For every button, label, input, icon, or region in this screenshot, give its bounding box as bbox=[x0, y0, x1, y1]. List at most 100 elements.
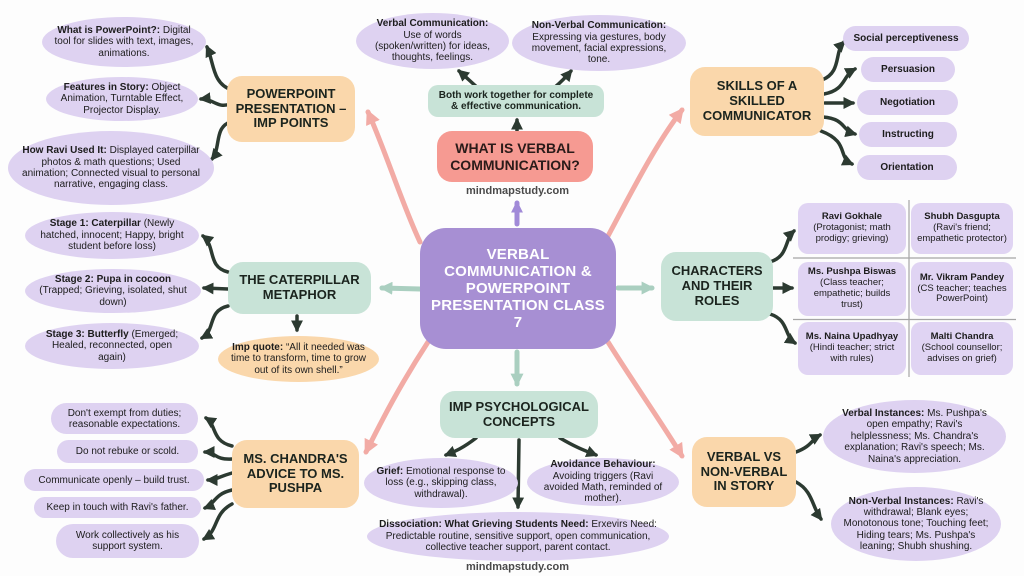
bubble-body: Object Animation, Turntable Effect, Proj… bbox=[60, 81, 184, 116]
bubble-body: Use of words (spoken/written) for ideas,… bbox=[374, 29, 491, 64]
bubble-title: How Ravi Used It: bbox=[22, 145, 107, 157]
bubble-title: Non-Verbal Instances: bbox=[848, 495, 954, 507]
pill-label: Communicate openly – build trust. bbox=[38, 474, 190, 486]
character-naina-upadhyay: Ms. Naina Upadhyay (Hindi teacher; stric… bbox=[798, 322, 906, 375]
both-work-note-label: Both work together for complete & effect… bbox=[438, 90, 594, 112]
bubble-body: Expressing via gestures, body movement, … bbox=[531, 31, 667, 66]
pill-persuasion: Persuasion bbox=[861, 57, 955, 82]
powerpoint-header-label: POWERPOINT PRESENTATION – IMP POINTS bbox=[235, 85, 347, 131]
bubble-title: Imp quote: bbox=[232, 341, 284, 353]
pill-label: Social perceptiveness bbox=[853, 33, 959, 44]
pill-negotiation: Negotiation bbox=[857, 90, 958, 115]
bubble-dissociation: Dissociation: What Grieving Students Nee… bbox=[367, 512, 669, 561]
powerpoint-header: POWERPOINT PRESENTATION – IMP POINTS bbox=[227, 76, 355, 142]
character-role: (Hindi teacher; strict with rules) bbox=[809, 342, 895, 364]
character-role: (School counsellor; advises on grief) bbox=[921, 342, 1003, 364]
pill-label: Persuasion bbox=[881, 64, 935, 75]
bubble-body: Digital tool for slides with text, image… bbox=[54, 24, 194, 59]
advice-header: MS. CHANDRA'S ADVICE TO MS. PUSHPA bbox=[232, 440, 359, 508]
bubble-body: Emotional response to loss (e.g., skippi… bbox=[385, 465, 506, 500]
skills-header: SKILLS OF A SKILLED COMMUNICATOR bbox=[690, 67, 824, 136]
what-is-verbal-header: WHAT IS VERBAL COMMUNICATION? bbox=[437, 131, 593, 182]
character-vikram-pandey: Mr. Vikram Pandey (CS teacher; teaches P… bbox=[911, 262, 1013, 316]
character-name: Ravi Gokhale bbox=[821, 211, 883, 223]
bubble-title: Dissociation: What Grieving Students Nee… bbox=[379, 519, 589, 531]
pill-label: Instructing bbox=[882, 129, 934, 140]
bubble-body: Avoiding triggers (Ravi avoided Math, re… bbox=[543, 470, 663, 505]
bubble-nonverbal-communication: Non-Verbal Communication: Expressing via… bbox=[512, 15, 686, 71]
pill-keep-in-touch: Keep in touch with Ravi's father. bbox=[34, 497, 201, 518]
pill-work-collectively: Work collectively as his support system. bbox=[56, 524, 199, 558]
center-topic: VERBAL COMMUNICATION & POWERPOINT PRESEN… bbox=[420, 228, 616, 349]
character-name: Ms. Pushpa Biswas bbox=[807, 266, 897, 278]
bubble-title: What is PowerPoint?: bbox=[57, 24, 161, 36]
pill-label: Do not rebuke or scold. bbox=[75, 446, 180, 457]
psych-header: IMP PSYCHOLOGICAL CONCEPTS bbox=[440, 391, 598, 438]
characters-header-label: CHARACTERS AND THEIR ROLES bbox=[671, 263, 763, 308]
advice-header-label: MS. CHANDRA'S ADVICE TO MS. PUSHPA bbox=[243, 450, 348, 496]
character-grid-lines bbox=[793, 200, 1016, 377]
bubble-how-ravi-used-it: How Ravi Used It: Displayed caterpillar … bbox=[8, 131, 214, 205]
bubble-body: “All it needed was time to transform, ti… bbox=[230, 341, 367, 376]
bubble-title: Stage 1: Caterpillar bbox=[49, 218, 141, 230]
pill-instructing: Instructing bbox=[859, 122, 957, 147]
bubble-body: (Trapped; Grieving, isolated, shut down) bbox=[39, 285, 187, 308]
character-name: Mr. Vikram Pandey bbox=[919, 271, 1005, 283]
verbal-vs-header: VERBAL VS NON-VERBAL IN STORY bbox=[692, 437, 796, 507]
bubble-body: (Emerged; Healed, reconnected, open agai… bbox=[51, 328, 179, 363]
site-credit-bottom: mindmapstudy.com bbox=[465, 561, 570, 573]
bubble-verbal-instances: Verbal Instances: Ms. Pushpa's open empa… bbox=[823, 400, 1006, 473]
bubble-features-in-story: Features in Story: Object Animation, Tur… bbox=[46, 77, 198, 121]
bubble-body: Ravi's withdrawal; Blank eyes; Monotonou… bbox=[843, 495, 989, 553]
bubble-stage-2: Stage 2: Pupa in cocoon (Trapped; Grievi… bbox=[25, 269, 201, 313]
skills-header-label: SKILLS OF A SKILLED COMMUNICATOR bbox=[702, 78, 812, 123]
bubble-title: Non-Verbal Communication: bbox=[531, 20, 667, 32]
bubble-stage-1: Stage 1: Caterpillar (Newly hatched, inn… bbox=[25, 212, 199, 259]
bubble-nonverbal-instances: Non-Verbal Instances: Ravi's withdrawal;… bbox=[831, 487, 1001, 561]
pill-dont-exempt: Don't exempt from duties; reasonable exp… bbox=[51, 403, 198, 434]
verbal-vs-header-label: VERBAL VS NON-VERBAL IN STORY bbox=[700, 448, 788, 494]
bubble-imp-quote: Imp quote: “All it needed was time to tr… bbox=[218, 336, 379, 382]
site-credit-top: mindmapstudy.com bbox=[465, 185, 570, 197]
pill-label: Work collectively as his support system. bbox=[75, 530, 180, 552]
what-is-verbal-label: WHAT IS VERBAL COMMUNICATION? bbox=[450, 140, 580, 173]
pill-label: Orientation bbox=[880, 162, 934, 173]
pill-orientation: Orientation bbox=[857, 155, 957, 180]
bubble-title: Stage 2: Pupa in cocoon bbox=[54, 273, 172, 285]
character-role: (CS teacher; teaches PowerPoint) bbox=[917, 282, 1007, 305]
bubble-body: Displayed caterpillar photos & math ques… bbox=[22, 145, 200, 191]
character-name: Ms. Naina Upadhyay bbox=[805, 331, 899, 343]
bubble-body: (Newly hatched, innocent; Happy, bright … bbox=[40, 218, 184, 253]
bubble-title: Verbal Communication: bbox=[376, 18, 489, 30]
bubble-grief: Grief: Emotional response to loss (e.g.,… bbox=[364, 458, 518, 508]
caterpillar-header-label: THE CATERPILLAR METAPHOR bbox=[239, 272, 360, 302]
bubble-title: Stage 3: Butterfly bbox=[45, 328, 129, 340]
bubble-title: Features in Story: bbox=[63, 81, 149, 93]
character-name: Shubh Dasgupta bbox=[924, 211, 1000, 223]
pill-do-not-rebuke: Do not rebuke or scold. bbox=[57, 440, 198, 463]
both-work-note: Both work together for complete & effect… bbox=[428, 85, 604, 117]
bubble-title: Avoidance Behaviour: bbox=[550, 459, 656, 471]
bubble-avoidance: Avoidance Behaviour: Avoiding triggers (… bbox=[527, 458, 679, 506]
character-role: (Ravi's friend; empathetic protector) bbox=[917, 222, 1007, 244]
pill-label: Negotiation bbox=[880, 97, 935, 108]
character-shubh-dasgupta: Shubh Dasgupta (Ravi's friend; empatheti… bbox=[911, 203, 1013, 254]
character-role: (Class teacher; empathetic; builds trust… bbox=[813, 277, 891, 310]
bubble-body: Erxevirs Need: Predictable routine, sens… bbox=[385, 519, 657, 554]
character-name: Malti Chandra bbox=[930, 331, 994, 343]
bubble-verbal-communication: Verbal Communication: Use of words (spok… bbox=[356, 13, 509, 69]
bubble-what-is-powerpoint: What is PowerPoint?: Digital tool for sl… bbox=[42, 17, 206, 67]
character-malti-chandra: Malti Chandra (School counsellor; advise… bbox=[911, 322, 1013, 375]
characters-header: CHARACTERS AND THEIR ROLES bbox=[661, 252, 773, 321]
bubble-stage-3: Stage 3: Butterfly (Emerged; Healed, rec… bbox=[25, 323, 199, 369]
pill-label: Don't exempt from duties; reasonable exp… bbox=[67, 407, 182, 430]
bubble-title: Verbal Instances: bbox=[842, 408, 925, 420]
pill-social-perceptiveness: Social perceptiveness bbox=[843, 26, 969, 51]
pill-communicate-openly: Communicate openly – build trust. bbox=[24, 469, 204, 491]
character-role: (Protagonist; math prodigy; grieving) bbox=[813, 222, 891, 244]
bubble-title: Grief: bbox=[376, 465, 404, 477]
psych-header-label: IMP PSYCHOLOGICAL CONCEPTS bbox=[449, 398, 589, 429]
character-ravi-gokhale: Ravi Gokhale (Protagonist; math prodigy;… bbox=[798, 203, 906, 254]
bubble-body: Ms. Pushpa's open empathy; Ravi's helple… bbox=[844, 408, 987, 465]
